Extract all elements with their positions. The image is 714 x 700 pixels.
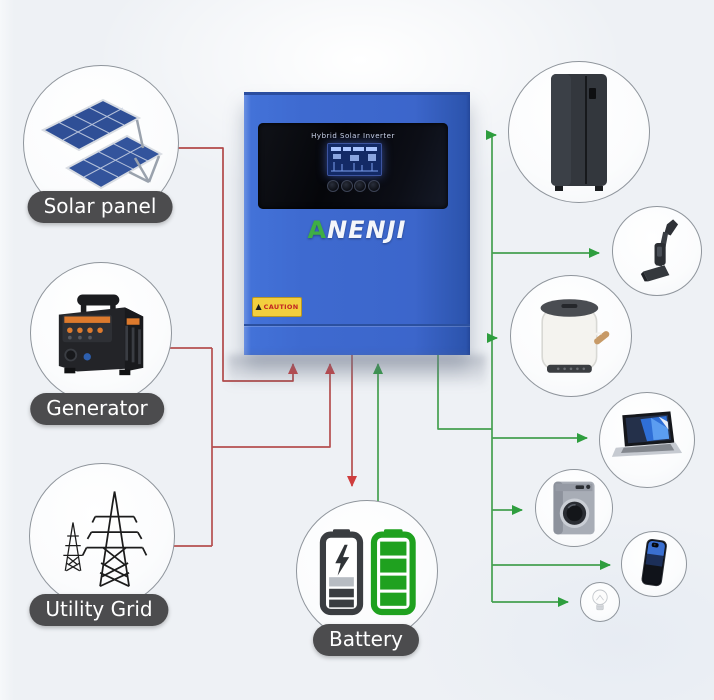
- solar-panel-label: Solar panel: [27, 191, 173, 223]
- grid-to-inverter-line: [212, 363, 335, 448]
- laptop-node: [599, 392, 695, 488]
- utility-grid-node: [29, 463, 175, 609]
- brand-logo: ANENJI: [244, 216, 470, 244]
- vacuum-cleaner-icon: [640, 219, 679, 282]
- generator-node: [30, 262, 172, 404]
- light-bulb-node: [580, 582, 620, 622]
- inverter-button: [354, 180, 367, 192]
- inverter-button: [367, 180, 380, 192]
- caution-sticker: ▲ CAUTION: [252, 297, 302, 317]
- washing-machine-icon: [553, 481, 595, 535]
- battery-label: Battery: [312, 624, 420, 656]
- washing-machine-node: [535, 469, 613, 547]
- inverter-button: [327, 180, 339, 192]
- smartphone-icon: [641, 538, 667, 587]
- solar-panel-icon: [40, 98, 164, 190]
- inverter-lcd-screen: [327, 143, 382, 176]
- air-fryer-node: [510, 275, 632, 397]
- light-bulb-icon: [592, 589, 608, 611]
- warning-triangle-icon: ▲: [255, 302, 262, 311]
- utility-grid-label: Utility Grid: [29, 594, 169, 626]
- smartphone-node: [621, 531, 687, 597]
- utility-grid-icon: [63, 491, 148, 588]
- inverter-panel-title: Hybrid Solar Inverter: [311, 132, 395, 140]
- generator-icon: [58, 294, 144, 376]
- hybrid-inverter: Hybrid Solar Inverter: [244, 92, 470, 355]
- refrigerator-icon: [551, 74, 607, 191]
- battery-node: [296, 500, 438, 642]
- inverter-button: [340, 180, 353, 192]
- refrigerator-node: [508, 61, 650, 203]
- inverter-buttons: [327, 180, 380, 192]
- air-fryer-icon: [540, 299, 610, 373]
- battery-icons: [319, 529, 416, 616]
- inverter-display-panel: Hybrid Solar Inverter: [258, 123, 448, 209]
- generator-label: Generator: [30, 393, 164, 425]
- inverter-seam: [244, 324, 470, 326]
- brand-logo-rest: NENJI: [327, 216, 407, 244]
- brand-logo-first-letter: A: [307, 216, 328, 244]
- vacuum-cleaner-node: [612, 206, 702, 296]
- laptop-icon: [611, 411, 683, 457]
